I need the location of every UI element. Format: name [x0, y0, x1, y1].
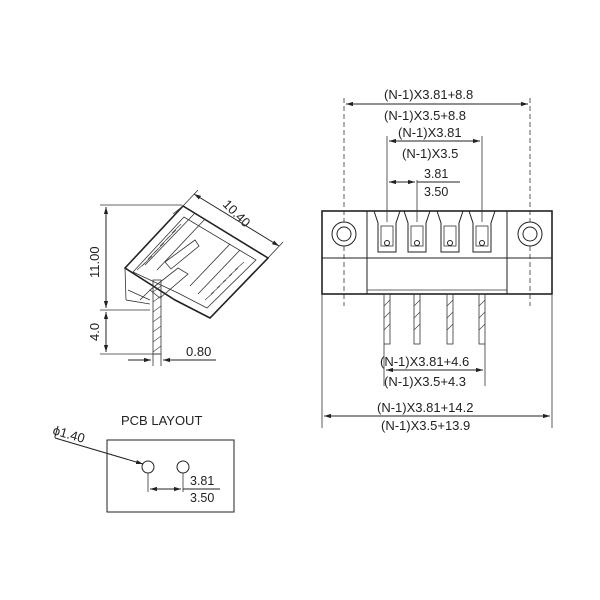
top-dim-1: (N-1)X3.81+8.8 [384, 87, 473, 102]
bottom-dim-3: (N-1)X3.81+14.2 [377, 400, 473, 415]
bottom-dim-1: (N-1)X3.81+4.6 [380, 354, 469, 369]
mount-hole-right [517, 221, 543, 247]
front-view-body [321, 210, 553, 345]
pcb-hole-2 [176, 460, 190, 474]
front-pitch-a-label: 3.81 [424, 167, 448, 181]
dim-10-40: 10.40 [182, 189, 284, 259]
side-view-housing [123, 204, 270, 319]
pcb-layout: PCB LAYOUT ϕ1.40 3.81 3.50 [51, 413, 235, 513]
pcb-pitch-b-label: 3.50 [190, 491, 214, 505]
top-dim-2: (N-1)X3.5+8.8 [384, 108, 466, 123]
dim-height-label: 11.00 [87, 246, 102, 278]
dim-pin-length-label: 4.0 [87, 323, 102, 341]
pcb-layout-title: PCB LAYOUT [121, 413, 202, 428]
dim-0-80: 0.80 [128, 344, 216, 366]
front-view: (N-1)X3.81+8.8 (N-1)X3.5+8.8 (N-1)X3.81 … [321, 87, 553, 433]
bottom-dim-2: (N-1)X3.5+4.3 [384, 374, 466, 389]
bottom-dim-4: (N-1)X3.5+13.9 [381, 418, 470, 433]
dim-4-0: 4.0 [87, 312, 160, 355]
contact-slots [373, 210, 496, 253]
dim-11-00: 11.00 [87, 204, 182, 311]
front-pitch-b-label: 3.50 [424, 185, 448, 199]
pcb-hole-1 [141, 460, 155, 474]
side-view: 10.40 11.00 4.0 0.80 [87, 189, 284, 366]
dim-pin-thickness-label: 0.80 [186, 344, 211, 359]
mount-hole-left [331, 221, 357, 247]
pcb-layout-frame [106, 439, 235, 513]
front-view-pins [383, 293, 486, 345]
extension-lines [321, 98, 553, 428]
pcb-pitch-a-label: 3.81 [190, 474, 214, 488]
top-dim-3: (N-1)X3.81 [398, 125, 462, 140]
top-dim-4: (N-1)X3.5 [402, 146, 458, 161]
